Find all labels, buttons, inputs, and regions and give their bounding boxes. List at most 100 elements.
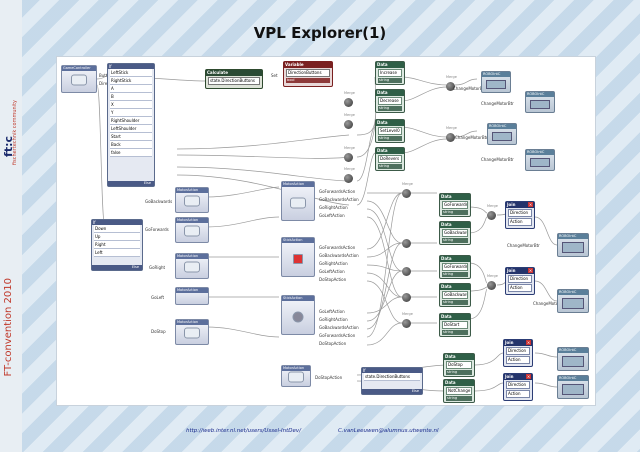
data-value[interactable]: DoStop [446, 361, 472, 369]
robointc-service[interactable]: ROBOIntC [487, 123, 517, 145]
variable-name[interactable]: DirectionButtons [286, 69, 330, 77]
motoraction-block[interactable]: MotorAction [175, 319, 209, 345]
robointc-service[interactable]: ROBOIntC [481, 71, 511, 93]
merge-node[interactable] [344, 98, 353, 107]
data-type[interactable]: string [442, 238, 468, 243]
robointc-service[interactable]: ROBOIntC [525, 91, 555, 113]
merge-node[interactable] [402, 293, 411, 302]
join-block[interactable]: Join × Direction Action [503, 339, 533, 367]
close-icon[interactable]: × [528, 268, 533, 273]
data-block-increase[interactable]: Data Increase string [375, 61, 405, 85]
variable-type[interactable]: bool [286, 78, 330, 83]
merge-node[interactable] [402, 239, 411, 248]
robointc-service[interactable]: ROBOIntC [557, 347, 589, 371]
motoraction-block[interactable]: MotorAction [175, 287, 209, 305]
merge-node[interactable] [344, 174, 353, 183]
data-type[interactable]: string [378, 164, 402, 169]
merge-label: Merge [344, 91, 355, 95]
variable-block[interactable]: Variable DirectionButtons bool [283, 61, 333, 87]
stickaction-block[interactable]: StickAction [281, 295, 315, 335]
join-block[interactable]: Join × Direction Action [505, 201, 535, 229]
data-type[interactable]: string [378, 136, 402, 141]
robointc-title: ROBOIntC [482, 72, 510, 77]
data-block-dostart[interactable]: Data DoStart string [439, 313, 471, 337]
if-item-y: Y [110, 109, 152, 117]
port-action: DoStopAction [319, 277, 347, 282]
data-type[interactable]: string [378, 106, 402, 111]
board-icon [562, 298, 584, 309]
calculate-expression[interactable]: state.DirectionButtons [208, 77, 260, 85]
sidebar: ft:c fischertechnik community FT-convent… [0, 0, 22, 452]
center-motoraction-block[interactable]: MotorAction [281, 181, 315, 221]
data-block-goforwards[interactable]: Data GoForwards string [439, 255, 471, 279]
data-block-notchange[interactable]: Data NotChange string [443, 379, 475, 403]
if-direction-block[interactable]: If Down Up Right Left Else [91, 219, 143, 271]
data-type[interactable]: string [442, 330, 468, 335]
gamecontroller-service[interactable]: GameController [61, 65, 97, 93]
data-block-setlevel0[interactable]: Data SetLevel0 string [375, 119, 405, 143]
footer-email-link[interactable]: C.vanLeeuwen@alumnus.utwente.nl [338, 428, 439, 434]
data-type[interactable]: string [446, 370, 472, 375]
merge-node[interactable] [446, 133, 455, 142]
data-block-dostop[interactable]: Data DoStop string [443, 353, 475, 377]
footer-url-link[interactable]: http://web.inter.nl.net/users/Ussel-IntD… [186, 428, 302, 434]
motoraction-block[interactable]: MotorAction [175, 217, 209, 243]
merge-node[interactable] [446, 82, 455, 91]
close-icon[interactable]: × [526, 340, 531, 345]
data-title: Data [376, 90, 404, 96]
merge-node[interactable] [344, 153, 353, 162]
robointc-service[interactable]: ROBOIntC [557, 233, 589, 257]
if-item-rightshoulder: RightShoulder [110, 117, 152, 125]
merge-node[interactable] [402, 319, 411, 328]
robointc-service[interactable]: ROBOIntC [525, 149, 555, 171]
data-value[interactable]: DoRevers [378, 155, 402, 163]
data-value[interactable]: SetLevel0 [378, 127, 402, 135]
robointc-service[interactable]: ROBOIntC [557, 289, 589, 313]
gamepad-icon [290, 197, 306, 209]
data-block-gobackwards[interactable]: Data GoBackwards string [439, 221, 471, 245]
merge-node[interactable] [487, 211, 496, 220]
data-value[interactable]: DoStart [442, 321, 468, 329]
merge-node[interactable] [487, 281, 496, 290]
join-action: Action [506, 390, 530, 398]
data-value[interactable]: GoBackwards [442, 291, 468, 299]
if-buttons-block[interactable]: If LeftStick RightStick A B X Y RightSho… [107, 63, 155, 187]
calculate-block[interactable]: Calculate state.DirectionButtons [205, 69, 263, 89]
if-state-condition[interactable]: state.DirectionButtons [364, 373, 420, 381]
data-value[interactable]: Increase [378, 69, 402, 77]
motoraction-block[interactable]: MotorAction [281, 365, 311, 387]
join-block[interactable]: Join × Direction Action [503, 373, 533, 401]
data-title: Data [376, 62, 404, 68]
data-type[interactable]: string [378, 78, 402, 83]
data-value[interactable]: GoForwards [442, 201, 468, 209]
data-value[interactable]: Decrease [378, 97, 402, 105]
merge-label: Merge [487, 204, 498, 208]
data-type[interactable]: string [442, 210, 468, 215]
if-state-block[interactable]: If state.DirectionButtons Else [361, 367, 423, 395]
motoraction-block[interactable]: MotorAction [175, 253, 209, 279]
data-type[interactable]: string [442, 272, 468, 277]
data-block-dorevers[interactable]: Data DoRevers string [375, 147, 405, 171]
data-type[interactable]: string [446, 396, 472, 401]
data-block-gobackwards[interactable]: Data GoBackwards string [439, 283, 471, 307]
merge-node[interactable] [402, 189, 411, 198]
motoraction-title: MotorAction [176, 218, 208, 223]
port-action: DoStopAction [319, 341, 347, 346]
stickaction-block[interactable]: StickAction [281, 237, 315, 277]
merge-node[interactable] [402, 267, 411, 276]
merge-label: Merge [402, 182, 413, 186]
port-goright: GoRight [149, 265, 166, 270]
merge-node[interactable] [344, 120, 353, 129]
data-value[interactable]: GoForwards [442, 263, 468, 271]
gamepad-icon [184, 225, 200, 237]
data-block-goforwards[interactable]: Data GoForwards string [439, 193, 471, 217]
data-type[interactable]: string [442, 300, 468, 305]
robointc-service[interactable]: ROBOIntC [557, 375, 589, 399]
join-block[interactable]: Join × Direction Action [505, 267, 535, 295]
motoraction-block[interactable]: MotorAction [175, 187, 209, 213]
data-value[interactable]: GoBackwards [442, 229, 468, 237]
close-icon[interactable]: × [528, 202, 533, 207]
data-value[interactable]: NotChange [446, 387, 472, 395]
close-icon[interactable]: × [526, 374, 531, 379]
data-block-decrease[interactable]: Data Decrease string [375, 89, 405, 113]
